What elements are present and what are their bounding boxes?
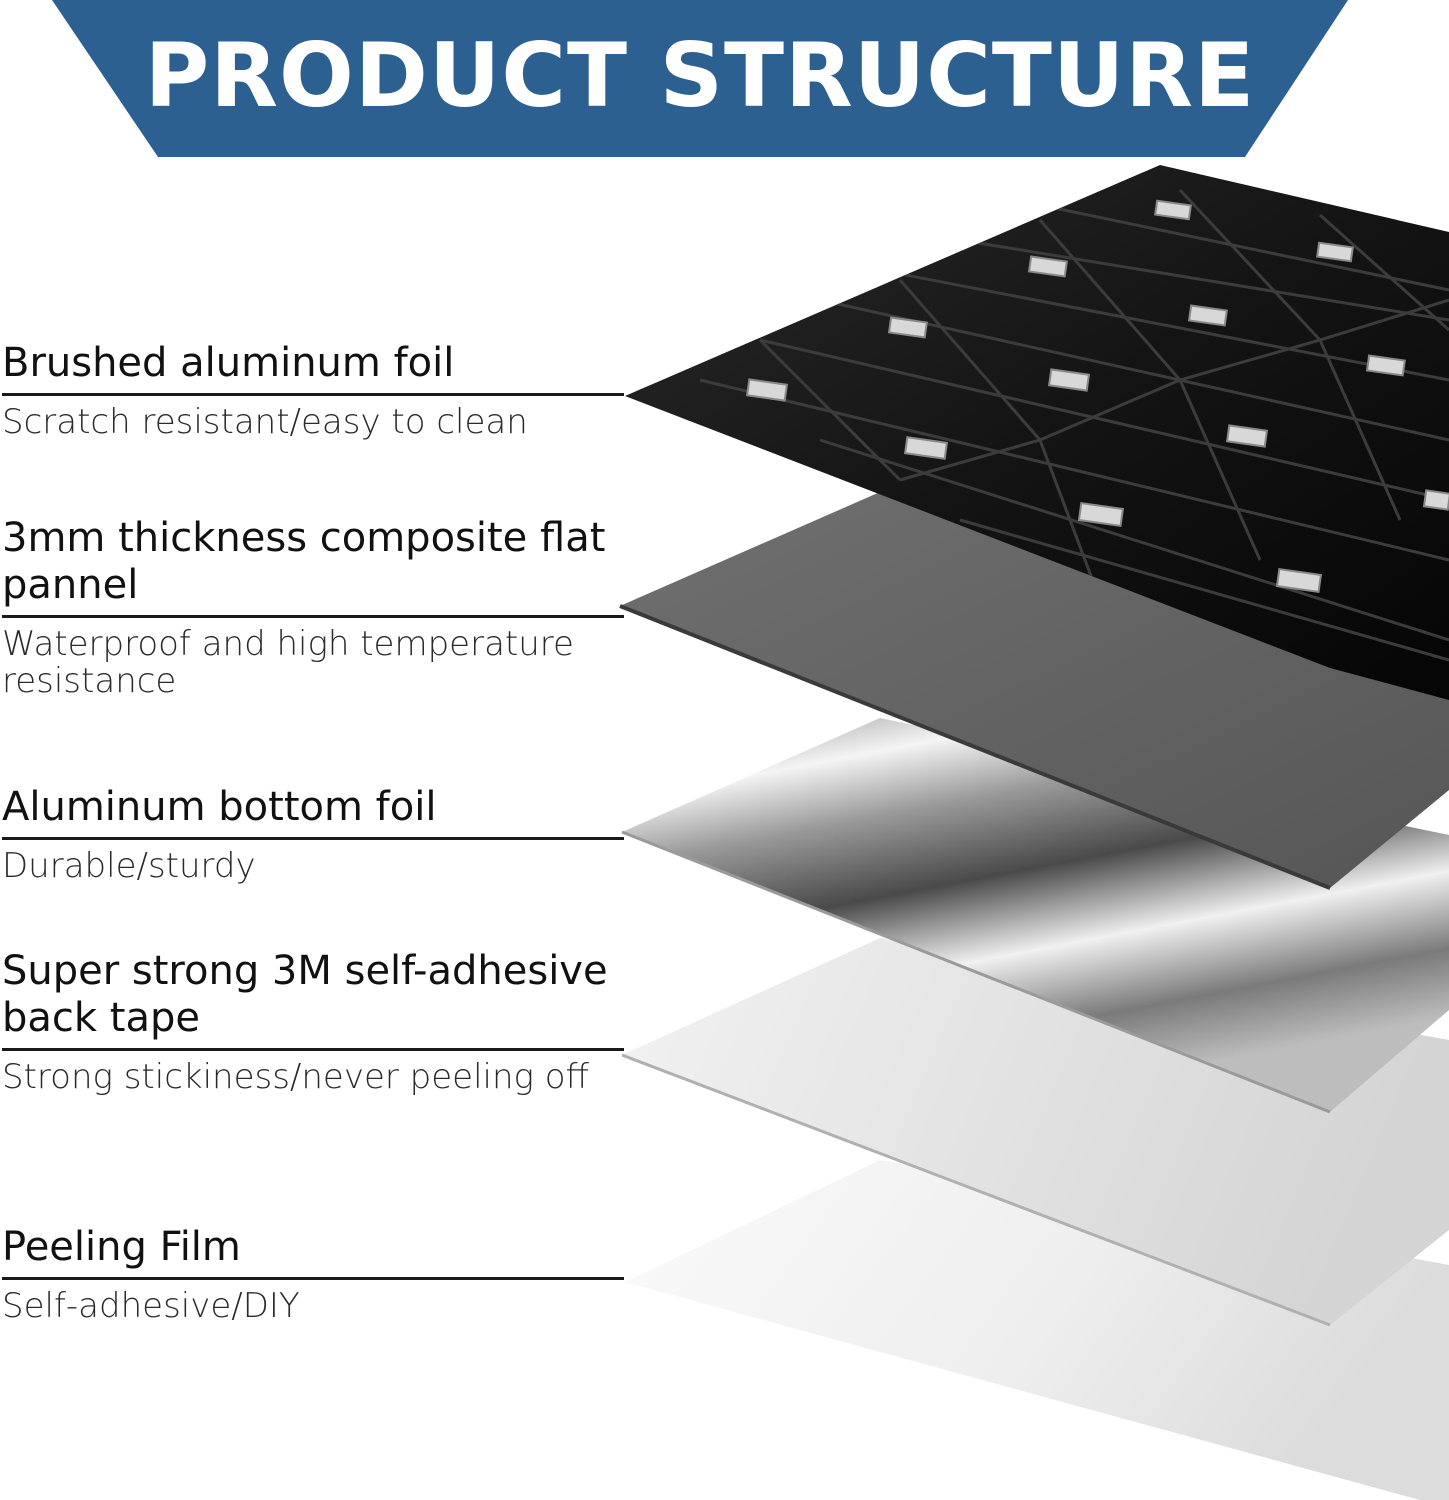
- decorative-gem-tiles: [745, 199, 1449, 593]
- layer-description: Waterproof and high temperature resistan…: [2, 624, 574, 701]
- leader-line: [2, 837, 624, 840]
- leader-line: [2, 1277, 624, 1280]
- layer-label-composite-panel: 3mm thickness composite flat pannel Wate…: [2, 515, 624, 700]
- layer-name: Peeling Film: [2, 1224, 241, 1270]
- layer-name: 3mm thickness composite flat pannel: [2, 515, 606, 608]
- layer-description: Scratch resistant/easy to clean: [2, 402, 528, 442]
- layer-description: Durable/sturdy: [2, 846, 256, 886]
- leader-line: [2, 393, 624, 396]
- layer-name: Super strong 3M self-adhesive back tape: [2, 948, 608, 1041]
- leader-line: [2, 1048, 624, 1051]
- title-banner: [52, 0, 1348, 157]
- layer-label-brushed-aluminum: Brushed aluminum foil Scratch resistant/…: [2, 340, 624, 441]
- layer-label-adhesive-tape: Super strong 3M self-adhesive back tape …: [2, 948, 624, 1096]
- banner-shape: [52, 0, 1348, 157]
- layer-name: Aluminum bottom foil: [2, 784, 437, 830]
- leader-line: [2, 615, 624, 618]
- layer-name: Brushed aluminum foil: [2, 340, 455, 386]
- layer-label-aluminum-bottom: Aluminum bottom foil Durable/sturdy: [2, 784, 624, 885]
- layer-description: Self-adhesive/DIY: [2, 1286, 300, 1326]
- page-title: PRODUCT STRUCTURE: [144, 24, 1256, 127]
- brushed-aluminum-top-sheet: [625, 165, 1449, 700]
- layer-label-peeling-film: Peeling Film Self-adhesive/DIY: [2, 1224, 624, 1325]
- layer-description: Strong stickiness/never peeling off: [2, 1057, 589, 1097]
